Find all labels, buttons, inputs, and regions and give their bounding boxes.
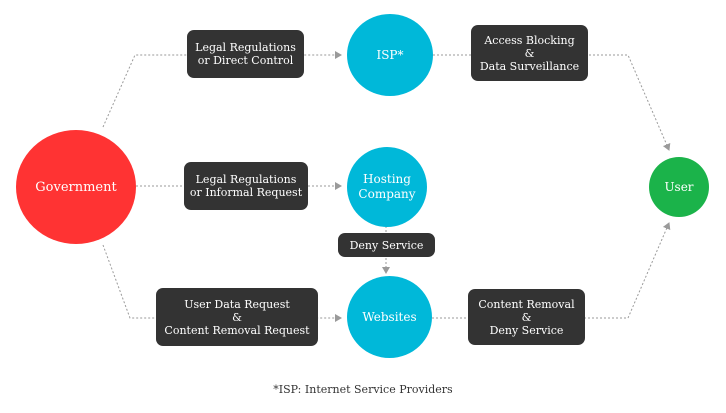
isp-to-user-text: Access Blocking & Data Surveillance	[479, 33, 580, 73]
footnote: *ISP: Internet Service Providers	[273, 383, 453, 396]
user-node: User	[649, 157, 709, 217]
label-box-gov-to-isp: Legal Regulations or Direct Control	[187, 30, 304, 78]
isp-label: ISP*	[376, 47, 404, 62]
hosting-company-node: Hosting Company	[347, 147, 427, 227]
connector-gov-to-websites	[102, 244, 342, 322]
gov-to-isp-text: Legal Regulations or Direct Control	[195, 41, 296, 67]
hosting-company-label: Hosting Company	[358, 172, 416, 201]
websites-to-user-text: Content Removal & Deny Service	[478, 297, 575, 337]
websites-node: Websites	[347, 276, 432, 358]
label-box-gov-to-hosting: Legal Regulations or Informal Request	[184, 162, 308, 210]
government-label: Government	[35, 179, 117, 195]
gov-to-websites-text: User Data Request & Content Removal Requ…	[164, 297, 310, 337]
government-node: Government	[16, 130, 136, 244]
isp-node: ISP*	[347, 14, 433, 96]
hosting-to-websites-text: Deny Service	[349, 238, 424, 252]
label-box-gov-to-websites: User Data Request & Content Removal Requ…	[156, 288, 318, 346]
user-label: User	[664, 179, 694, 194]
label-box-isp-to-user: Access Blocking & Data Surveillance	[471, 25, 588, 81]
gov-to-hosting-text: Legal Regulations or Informal Request	[189, 173, 303, 199]
label-box-websites-to-user: Content Removal & Deny Service	[468, 289, 585, 345]
label-box-hosting-to-websites: Deny Service	[338, 233, 435, 257]
websites-label: Websites	[362, 309, 417, 324]
